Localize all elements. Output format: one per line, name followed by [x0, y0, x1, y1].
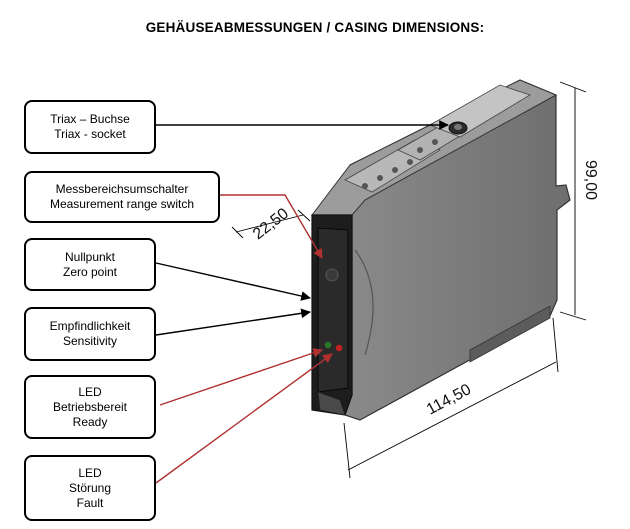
callout-led-ready-l2: Betriebsbereit [52, 399, 128, 414]
callout-triax-de: Triax – Buchse [50, 112, 130, 126]
pointer-led-ready [159, 348, 323, 406]
callout-led-ready-l3: Ready [72, 414, 108, 429]
pointer-range-switch [220, 194, 323, 259]
pointer-led-fault [155, 353, 333, 484]
callout-zero-point-de: Nullpunkt [64, 249, 116, 264]
dimension-width: 22,50 [250, 205, 292, 243]
callout-led-fault-l1: LED [78, 465, 102, 480]
dimension-lines [231, 81, 587, 479]
page-title: GEHÄUSEABMESSUNGEN / CASING DIMENSIONS: [145, 20, 485, 35]
callout-triax-en: Triax - socket [54, 127, 126, 141]
callout-sensitivity-en: Sensitivity [62, 334, 118, 348]
callout-range-switch: Messbereichsumschalter Measurement range… [24, 171, 220, 223]
callout-range-switch-en: Measurement range switch [49, 197, 195, 211]
callout-led-ready: LED Betriebsbereit Ready [24, 375, 156, 439]
callout-led-fault-l3: Fault [76, 495, 104, 510]
callout-triax-socket: Triax – Buchse Triax - socket [24, 100, 156, 154]
callout-range-switch-de: Messbereichsumschalter [55, 182, 189, 196]
pointer-sensitivity [155, 308, 311, 336]
callout-sensitivity: Empfindlichkeit Sensitivity [24, 307, 156, 361]
callout-led-fault-l2: Störung [68, 480, 112, 495]
callout-led-fault: LED Störung Fault [24, 455, 156, 521]
pointer-zero-point [155, 262, 311, 301]
callout-zero-point-en: Zero point [62, 264, 118, 279]
dimension-depth: 114,50 [424, 381, 474, 418]
dimension-height: 99,00 [582, 160, 599, 200]
device-body [310, 79, 571, 421]
callout-led-ready-l1: LED [78, 384, 102, 399]
callout-zero-point: Nullpunkt Zero point [24, 238, 156, 291]
callout-sensitivity-de: Empfindlichkeit [49, 319, 131, 333]
